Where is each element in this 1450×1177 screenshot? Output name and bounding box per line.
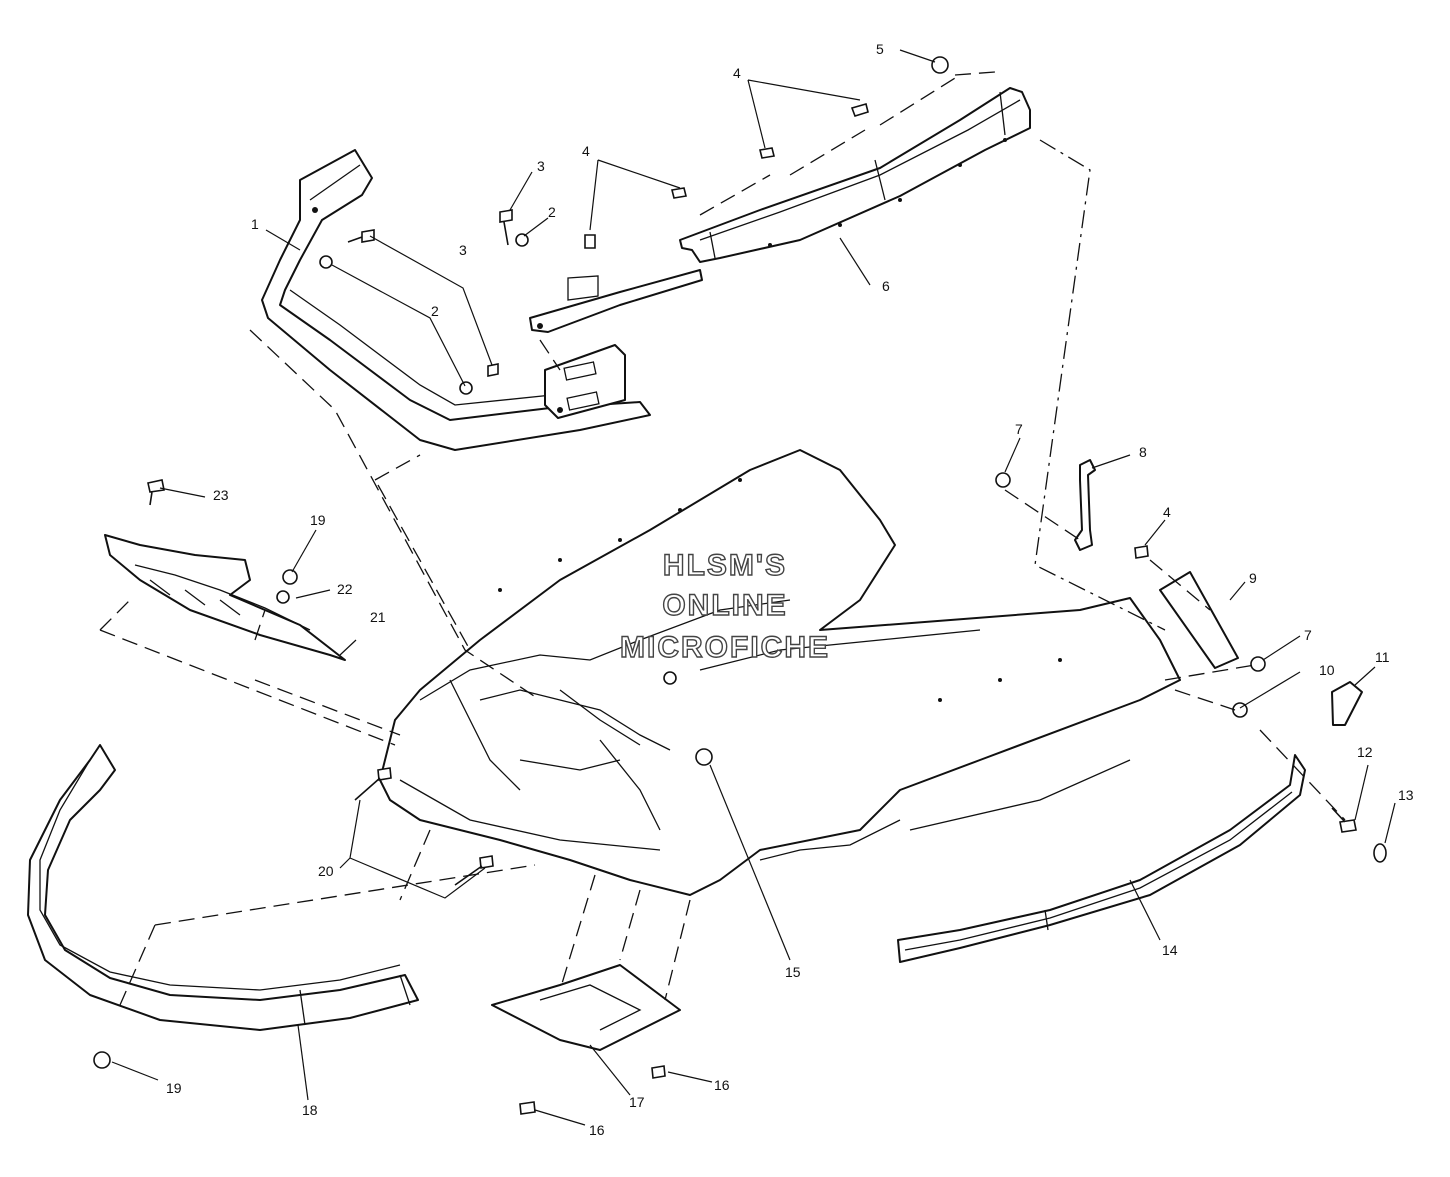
part-17-lower-bracket <box>491 964 681 1051</box>
callout-4-right: 4 <box>1163 504 1171 520</box>
callout-9: 9 <box>1249 570 1257 586</box>
rivet-4a-icon <box>850 103 869 117</box>
callout-18: 18 <box>302 1102 318 1118</box>
callout-3-top: 3 <box>537 158 545 174</box>
callout-13: 13 <box>1398 787 1414 803</box>
callout-21: 21 <box>370 609 386 625</box>
callout-15: 15 <box>785 964 801 980</box>
part-21-left-skid-panel <box>104 534 346 661</box>
callout-7-right: 7 <box>1304 627 1312 643</box>
callout-7-top: 7 <box>1015 421 1023 437</box>
washer-2c-icon <box>459 381 473 395</box>
callout-17: 17 <box>629 1094 645 1110</box>
rivet-4e-icon <box>1134 545 1149 559</box>
callout-8: 8 <box>1139 444 1147 460</box>
callout-22: 22 <box>337 581 353 597</box>
callout-3-left: 3 <box>459 242 467 258</box>
callout-1: 1 <box>251 216 259 232</box>
bolt-3b-icon <box>347 229 375 243</box>
rivet-4d-icon <box>584 234 596 249</box>
assembly-lines <box>99 71 1346 1006</box>
bolt-3c-icon <box>487 363 499 377</box>
watermark-line-2: ONLINE <box>662 589 787 622</box>
part-6-upper-bumper-bar <box>529 87 1031 333</box>
washer-2a-icon <box>515 233 529 247</box>
callout-16-right: 16 <box>714 1077 730 1093</box>
nut-15-icon <box>695 748 713 766</box>
callout-4-top: 4 <box>733 65 741 81</box>
part-18-left-lower-bumper <box>27 744 419 1031</box>
bolt-23-icon <box>147 479 165 506</box>
washer-22-icon <box>276 590 290 604</box>
bolt-16b-icon <box>519 1101 536 1115</box>
nut-19b-icon <box>93 1051 111 1069</box>
watermark: HLSM'S ONLINE MICROFICHE <box>619 548 830 664</box>
callout-11: 11 <box>1375 649 1390 665</box>
rivet-4b-icon <box>759 147 775 159</box>
callout-2-left: 2 <box>431 303 439 319</box>
bolt-7b-icon <box>1250 656 1266 672</box>
belly-pan-main <box>379 449 1181 896</box>
part-14-right-lower-bumper <box>897 754 1306 963</box>
bolt-12-icon <box>1331 807 1357 833</box>
grommet-9-icon <box>663 671 677 685</box>
rivet-20b-icon <box>454 855 494 886</box>
bolt-16a-icon <box>651 1065 666 1079</box>
nut-5-icon <box>931 56 949 74</box>
ring-13-icon <box>1373 843 1387 863</box>
callout-6: 6 <box>882 278 890 294</box>
callout-19-bottom: 19 <box>166 1080 182 1096</box>
callout-4-mid: 4 <box>582 143 590 159</box>
nut-19a-icon <box>282 569 298 585</box>
callout-23: 23 <box>213 487 229 503</box>
rivet-4c-icon <box>671 187 687 199</box>
callout-12: 12 <box>1357 744 1373 760</box>
bolt-7a-icon <box>995 472 1011 488</box>
part-1-front-frame-bracket <box>261 149 651 451</box>
part-8-hood-latch-strap <box>1074 459 1096 551</box>
callout-20: 20 <box>318 863 334 879</box>
watermark-line-3: MICROFICHE <box>620 631 830 664</box>
callout-5: 5 <box>876 41 884 57</box>
leader-lines <box>111 49 1396 1126</box>
callout-labels: 5 4 4 3 2 1 3 2 6 7 8 4 9 7 10 11 12 13 … <box>166 41 1414 1138</box>
callout-2-top: 2 <box>548 204 556 220</box>
callout-10: 10 <box>1319 662 1335 678</box>
watermark-line-1: HLSM'S <box>663 549 787 582</box>
bolt-3a-icon <box>499 209 513 246</box>
washer-2b-icon <box>319 255 333 269</box>
rivet-20a-icon <box>354 767 392 801</box>
part-11-clip <box>1331 681 1363 726</box>
callout-16-bottom: 16 <box>589 1122 605 1138</box>
callout-14: 14 <box>1162 942 1178 958</box>
callout-19-top: 19 <box>310 512 326 528</box>
part-9-right-mount-bracket <box>1159 571 1239 669</box>
